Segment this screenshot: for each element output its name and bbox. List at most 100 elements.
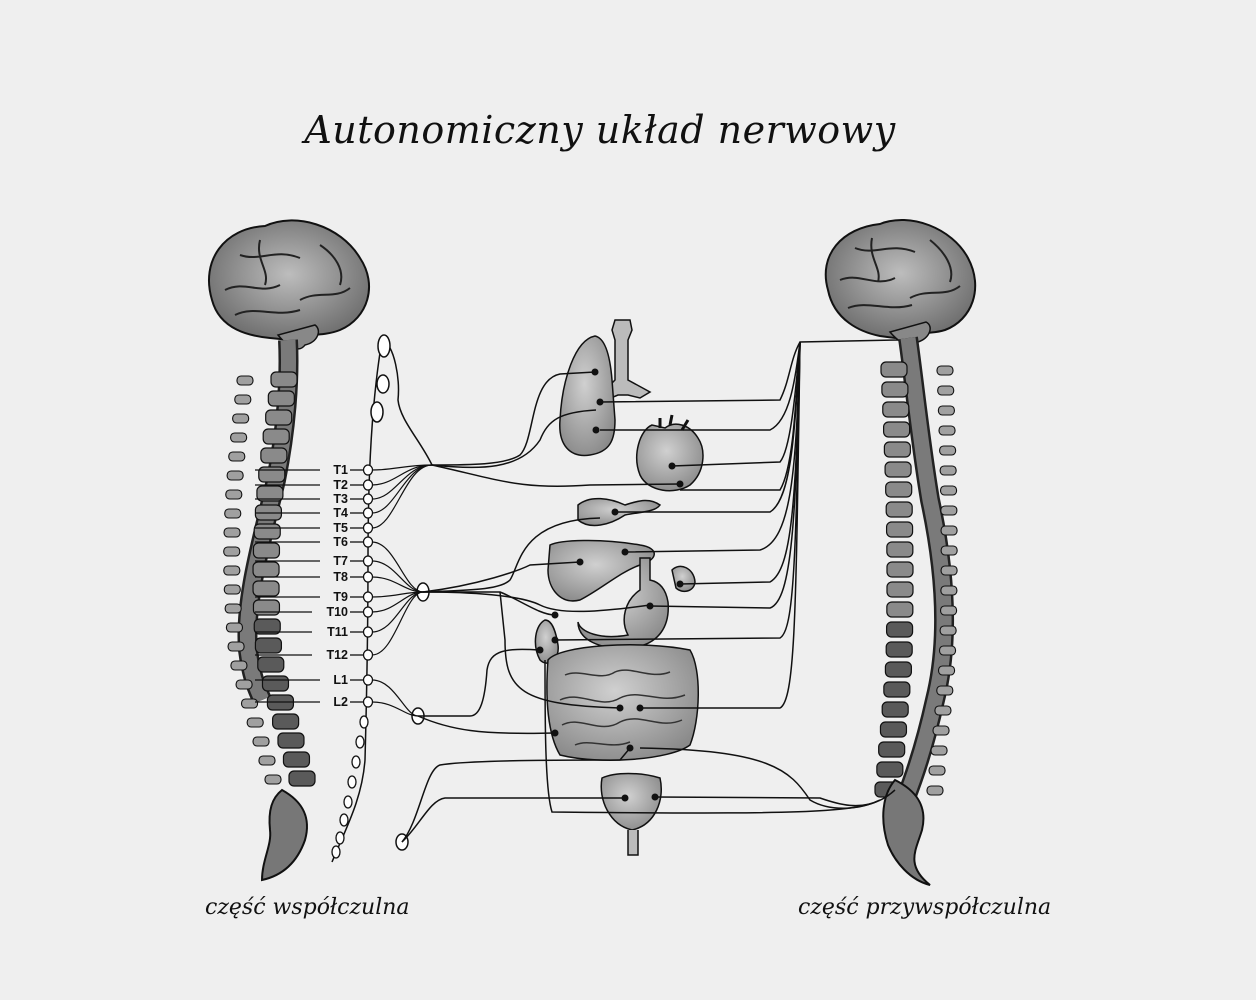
vertebra xyxy=(880,361,908,378)
vertebra-process xyxy=(236,375,254,386)
vertebra xyxy=(258,466,286,483)
vertebra-process xyxy=(934,705,952,716)
chain-ganglion xyxy=(331,845,341,859)
organs xyxy=(534,319,704,856)
vertebra-process xyxy=(939,625,957,636)
segment-label-t10: T10 xyxy=(326,605,348,619)
chain-ganglion xyxy=(362,507,374,519)
chain-ganglion xyxy=(362,493,374,505)
segment-label-t4: T4 xyxy=(333,506,348,520)
vertebra xyxy=(878,741,906,758)
segment-label-t6: T6 xyxy=(333,535,348,549)
nerve-ending-dot xyxy=(536,646,544,654)
vertebra xyxy=(876,761,904,778)
vertebra xyxy=(277,732,305,749)
segment-label-t11: T11 xyxy=(327,625,348,639)
trachea xyxy=(598,319,652,401)
nerve-ending-dot xyxy=(621,794,629,802)
vertebra-process xyxy=(223,584,241,595)
segment-label-t2: T2 xyxy=(333,478,348,492)
chain-ganglion xyxy=(362,522,374,534)
vertebra-process xyxy=(230,432,248,443)
nerve-ending-dot xyxy=(676,480,684,488)
chain-ganglion xyxy=(362,591,374,603)
vertebra-process xyxy=(939,485,958,496)
nerve-ending-dot xyxy=(596,398,604,406)
nerve-ending-dot xyxy=(551,636,559,644)
vertebra xyxy=(883,441,911,458)
vertebra-process xyxy=(234,394,252,405)
chain-ganglion xyxy=(362,479,374,491)
nerve-endings xyxy=(536,368,684,802)
parasympathetic-nerves xyxy=(544,339,899,814)
vertebra xyxy=(253,618,281,635)
vertebra-process xyxy=(940,565,958,576)
vertebra xyxy=(262,428,290,445)
left-vertebrae xyxy=(223,371,316,787)
vertebra xyxy=(256,485,284,502)
vertebra xyxy=(272,713,300,730)
chain-ganglion xyxy=(362,696,374,708)
vertebra-process xyxy=(225,489,243,500)
vertebra xyxy=(886,561,914,578)
stomach xyxy=(577,557,669,649)
vertebra xyxy=(265,409,293,426)
vertebra xyxy=(881,381,909,398)
chain-ganglion xyxy=(362,626,374,638)
vertebra xyxy=(257,656,285,673)
chain-ganglion xyxy=(335,831,345,845)
vertebra-process xyxy=(940,585,958,596)
caption-sympathetic: część współczulna xyxy=(205,895,410,920)
segment-label-l1: L1 xyxy=(333,673,348,687)
heart xyxy=(636,423,704,492)
vertebra xyxy=(885,521,914,538)
vertebra xyxy=(267,390,295,407)
vertebra-process xyxy=(225,622,243,633)
vertebra-process xyxy=(936,685,954,696)
chain-ganglion xyxy=(362,536,374,548)
segment-label-t9: T9 xyxy=(333,590,348,604)
vertebra-process xyxy=(937,405,955,416)
nerve-ending-dot xyxy=(576,558,584,566)
nerve-ending-dot xyxy=(592,426,600,434)
vertebra-process xyxy=(926,785,944,796)
vertebra xyxy=(881,701,909,718)
nerve-ending-dot xyxy=(651,793,659,801)
vertebra-process xyxy=(258,755,276,766)
vertebra xyxy=(252,580,280,597)
vertebra-process xyxy=(937,665,956,676)
diagram-title: Autonomiczny układ nerwowy xyxy=(304,108,896,152)
vertebra xyxy=(260,447,288,464)
chain-ganglion xyxy=(347,775,357,789)
nerve-ending-dot xyxy=(551,729,559,737)
sympathetic-nerves xyxy=(401,371,681,843)
vertebra-process xyxy=(224,603,242,614)
vertebra xyxy=(884,661,913,678)
vertebra-process xyxy=(235,679,253,690)
chain-ganglion xyxy=(339,813,349,827)
chain-ganglion xyxy=(355,735,365,749)
vertebra-process xyxy=(223,565,241,576)
vertebra-process xyxy=(940,505,958,516)
left-brain xyxy=(207,219,370,350)
vertebra-process xyxy=(246,717,264,728)
vertebra-process xyxy=(938,645,957,656)
vertebra xyxy=(884,461,912,478)
vertebra-process xyxy=(230,660,248,671)
vertebra xyxy=(885,481,913,498)
nerve-ending-dot xyxy=(646,602,654,610)
vertebra xyxy=(282,751,311,768)
sympathetic-chain xyxy=(331,334,433,863)
vertebra-process xyxy=(232,413,250,424)
vertebra-process xyxy=(940,525,958,536)
chain-ganglion xyxy=(362,606,374,618)
nerve-ending-dot xyxy=(591,368,599,376)
chain-ganglion xyxy=(362,464,374,476)
right-brain xyxy=(824,219,977,346)
chain-ganglion xyxy=(343,795,353,809)
segment-label-t1: T1 xyxy=(333,463,348,477)
nerve-ending-dot xyxy=(626,744,634,752)
right-sacrum xyxy=(882,778,931,886)
